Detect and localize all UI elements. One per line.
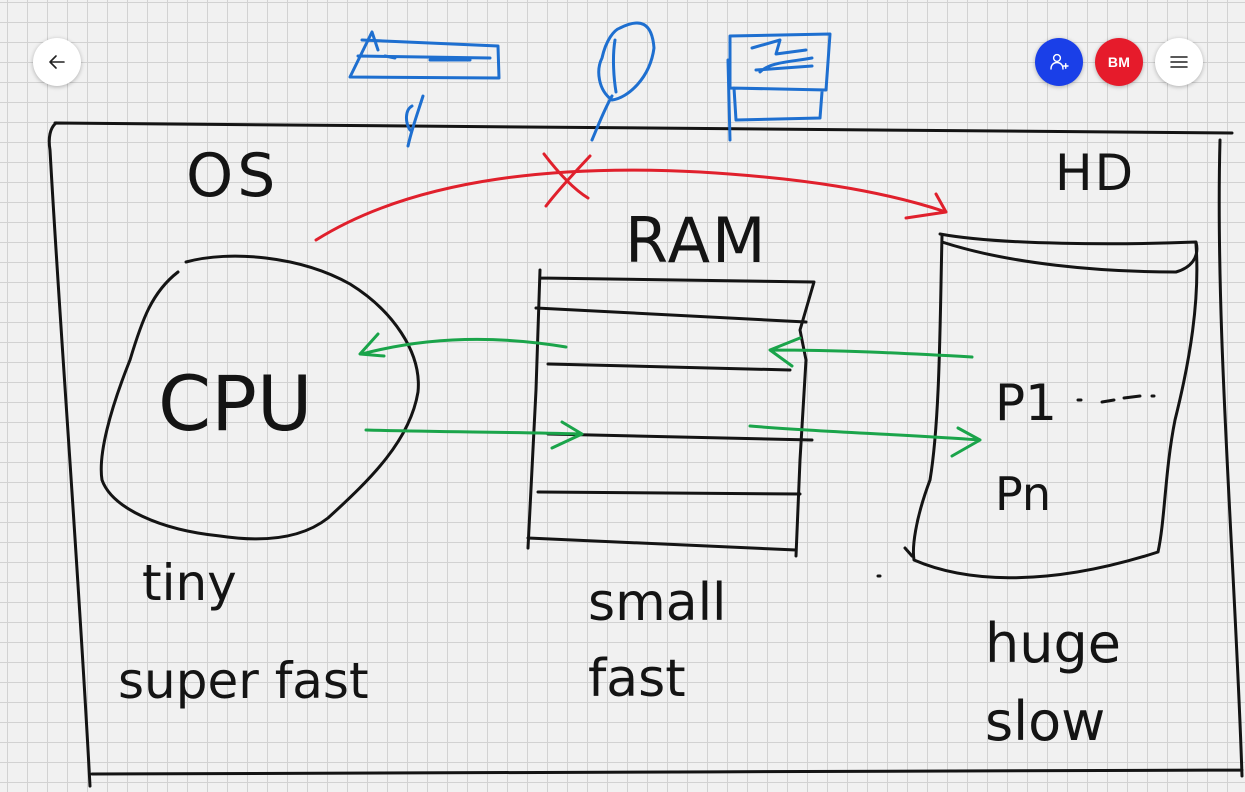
ram-stack xyxy=(526,268,816,558)
hard-disk-shape xyxy=(876,232,1199,580)
user-avatar[interactable]: BM xyxy=(1095,38,1143,86)
cpu-caption-line: tiny xyxy=(142,554,237,612)
ram-label: RAM xyxy=(625,204,767,277)
ram-to-hd-arrow xyxy=(748,424,982,458)
arrow-left-icon xyxy=(49,55,65,69)
ram-caption-line: fast xyxy=(588,649,686,709)
process-first-label: P1 xyxy=(995,374,1057,432)
invite-button[interactable] xyxy=(1035,38,1083,86)
ram-caption: small fast xyxy=(588,573,743,709)
pen-doodle xyxy=(590,21,656,142)
avatar-initials: BM xyxy=(1107,54,1131,70)
process-ellipsis xyxy=(1076,394,1156,404)
os-label: OS xyxy=(186,141,279,211)
cpu-caption-line: super fast xyxy=(118,652,369,710)
os-frame xyxy=(47,121,1244,788)
stacked-pages-doodle xyxy=(726,32,832,142)
cpu-to-ram-arrow xyxy=(364,420,584,450)
ram-caption-line: small xyxy=(588,573,727,633)
cpu-label: CPU xyxy=(158,359,313,448)
process-last-label: Pn xyxy=(995,467,1051,521)
direct-access-arrow xyxy=(314,168,948,242)
hd-caption-line: huge xyxy=(985,612,1121,675)
cross-mark xyxy=(542,152,592,208)
hd-label: HD xyxy=(1055,144,1135,202)
ram-to-cpu-arrow xyxy=(358,332,568,358)
menu-button[interactable] xyxy=(1155,38,1203,86)
hd-to-ram-arrow xyxy=(768,336,974,368)
add-person-icon xyxy=(1050,53,1069,70)
whiteboard-doodle xyxy=(348,30,501,148)
cpu-caption: tiny super fast xyxy=(118,554,369,710)
cpu-shape xyxy=(99,254,420,541)
hd-caption-line: slow xyxy=(985,690,1105,753)
back-button[interactable] xyxy=(33,38,81,86)
hd-caption: huge slow xyxy=(985,612,1138,753)
hamburger-menu-icon xyxy=(1170,56,1188,68)
